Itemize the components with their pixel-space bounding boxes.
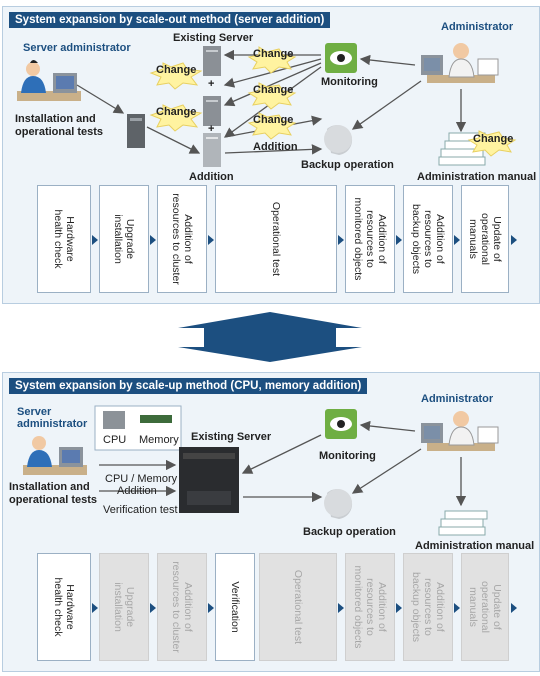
added-server-icon [203, 133, 221, 167]
existing-server-2-icon [203, 96, 221, 126]
step-arrow [208, 603, 214, 613]
administrator-figure [421, 411, 499, 451]
monitoring-eye-icon [325, 409, 357, 439]
monitoring-label: Monitoring [321, 76, 378, 88]
plus-2: + [208, 123, 215, 135]
scale-up-panel: System expansion by scale-up method (CPU… [2, 372, 540, 672]
administrator-label: Administrator [421, 393, 494, 405]
server-admin-figure [17, 60, 81, 101]
backup-disk-icon [324, 489, 353, 519]
install-tests-label-2: operational tests [9, 494, 98, 506]
cpu-memory-addition-1: CPU / Memory [105, 473, 178, 485]
cpu-label: CPU [103, 434, 127, 446]
step-arrow [208, 235, 214, 245]
step-arrow [338, 235, 344, 245]
step-arrow [338, 603, 344, 613]
step-operational-test: Operational test [259, 553, 337, 661]
step-arrow [396, 235, 402, 245]
plus-1: + [208, 78, 215, 90]
step-arrow [454, 603, 460, 613]
step-arrow [92, 603, 98, 613]
step-arrow [511, 235, 517, 245]
scale-out-diagram [17, 43, 517, 167]
existing-server-label: Existing Server [191, 431, 272, 443]
admin-manual-label: Administration manual [415, 540, 535, 552]
scale-out-title: System expansion by scale-out method (se… [9, 12, 331, 28]
step-arrow [150, 235, 156, 245]
change-text-4: Change [156, 106, 197, 118]
step-operational-test: Operational test [215, 185, 337, 293]
step-arrow [454, 235, 460, 245]
server-admin-label-1: Server [17, 406, 52, 418]
change-text-6: Change [473, 133, 514, 145]
server-admin-figure [23, 436, 87, 475]
cpu-memory-addition-2: Addition [117, 485, 157, 497]
addition-label: Addition [189, 171, 234, 183]
backup-disk-icon [324, 125, 353, 155]
change-text-2: Change [156, 64, 197, 76]
monitoring-eye-icon [325, 43, 357, 73]
existing-server-chassis-icon [179, 447, 239, 513]
server-admin-label: Server administrator [23, 42, 131, 54]
install-tests-label-1: Installation and [15, 113, 96, 125]
install-tests-label-2: operational tests [15, 126, 104, 138]
arrow-addition-label: Addition [253, 141, 298, 153]
admin-manual-label: Administration manual [417, 171, 537, 183]
scale-up-diagram [23, 405, 499, 536]
admin-pc-icon [127, 114, 145, 148]
step-arrow [396, 603, 402, 613]
monitoring-label: Monitoring [319, 450, 376, 462]
scale-up-title: System expansion by scale-up method (CPU… [9, 378, 368, 394]
scale-out-panel: System expansion by scale-out method (se… [2, 6, 540, 304]
administrator-label: Administrator [441, 21, 514, 33]
change-bursts [149, 46, 517, 157]
change-text-1: Change [253, 48, 294, 60]
step-arrow [511, 603, 517, 613]
change-text-5: Change [253, 114, 294, 126]
administrator-figure [421, 43, 499, 83]
backup-label: Backup operation [303, 526, 396, 538]
server-admin-label-2: administrator [17, 418, 88, 430]
step-verification: Verification [215, 553, 255, 661]
install-tests-label-1: Installation and [9, 481, 90, 493]
step-arrow [150, 603, 156, 613]
change-text-3: Change [253, 84, 294, 96]
existing-server-label: Existing Server [173, 32, 254, 44]
cpu-memory-box [94, 405, 182, 451]
backup-label: Backup operation [301, 159, 394, 171]
step-arrow [92, 235, 98, 245]
memory-label: Memory [139, 434, 179, 446]
admin-manual-icon [438, 510, 488, 536]
existing-server-1-icon [203, 46, 221, 76]
verification-test-label: Verification test [103, 504, 178, 516]
